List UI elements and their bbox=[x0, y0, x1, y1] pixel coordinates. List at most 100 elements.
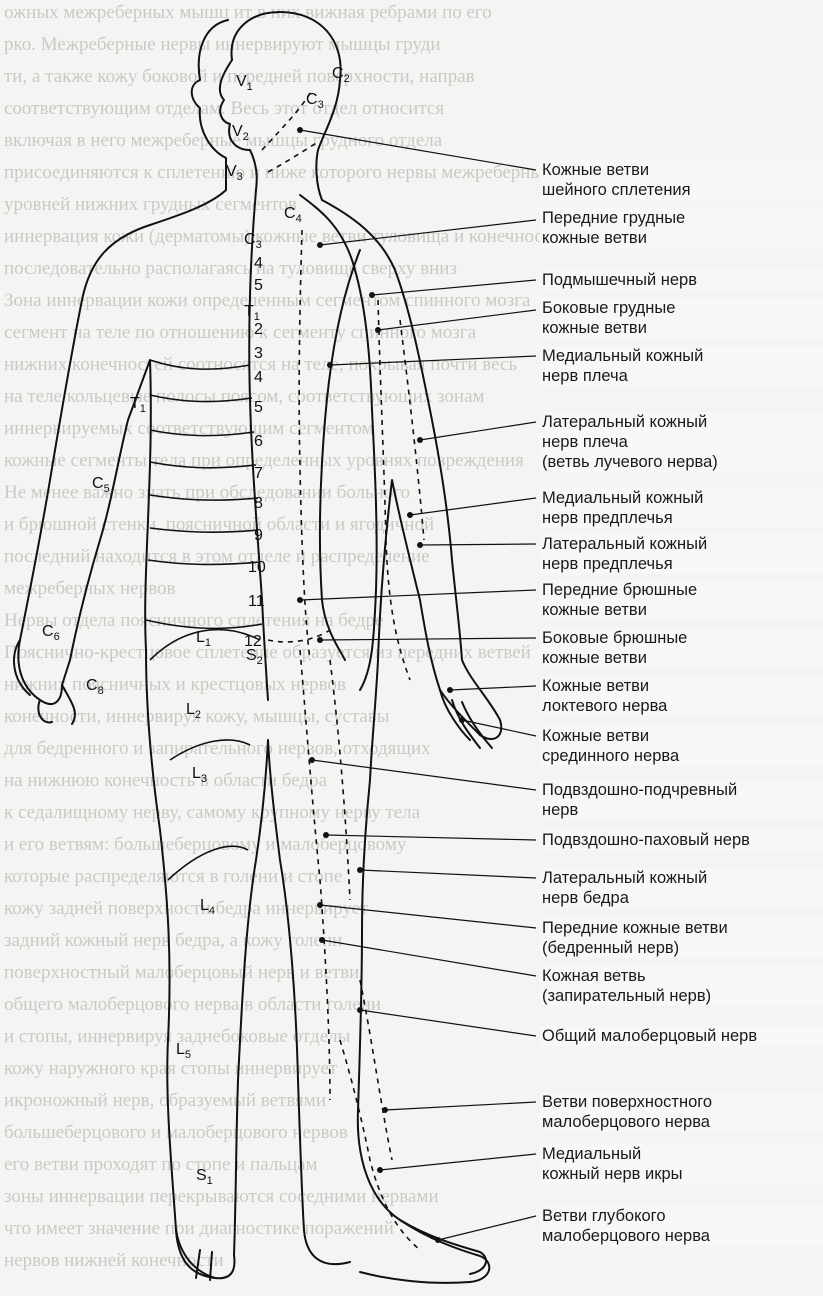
right-hand-outline bbox=[440, 690, 492, 748]
label-obturator-branch: Кожная ветвь (запирательный нерв) bbox=[540, 966, 823, 1006]
segment-label-5-top: 5 bbox=[254, 277, 263, 294]
dashed-nerve-line-neck-2 bbox=[268, 142, 318, 172]
label-anterior-abdominal-branches: Передние брюшные кожные ветви bbox=[540, 580, 823, 620]
leader-line bbox=[410, 498, 536, 515]
dashed-nerve-line-neck bbox=[262, 90, 312, 150]
segment-label-v2: V2 bbox=[232, 123, 249, 143]
label-cervical-plexus-branches: Кожные ветви шейного сплетения bbox=[540, 160, 823, 200]
label-superficial-peroneal-branches: Ветви поверхностного малоберцового нерва bbox=[540, 1092, 823, 1132]
leader-line bbox=[360, 870, 536, 878]
leader-dot bbox=[459, 717, 465, 723]
segment-label-l4: L4 bbox=[200, 897, 215, 917]
label-medial-cutaneous-forearm: Медиальный кожный нерв предплечья bbox=[540, 488, 823, 528]
segment-label-t1: T1 bbox=[244, 303, 260, 323]
label-lateral-cutaneous-forearm: Латеральный кожный нерв предплечья bbox=[540, 534, 823, 574]
leader-dot bbox=[417, 542, 423, 548]
dermatome-band-L2 bbox=[170, 740, 250, 760]
segment-label-4-top: 4 bbox=[254, 255, 263, 272]
leader-dot bbox=[323, 832, 329, 838]
leader-line bbox=[312, 760, 536, 790]
label-lateral-femoral-cutaneous: Латеральный кожный нерв бедра bbox=[540, 868, 823, 908]
segment-label-10: 10 bbox=[248, 559, 266, 576]
segment-label-l1: L1 bbox=[196, 629, 211, 649]
label-anterior-thoracic-branches: Передние грудные кожные ветви bbox=[540, 208, 823, 248]
label-ulnar-nerve-branches: Кожные ветви локтевого нерва bbox=[540, 676, 823, 716]
leader-line bbox=[380, 1154, 536, 1170]
leader-line bbox=[326, 835, 536, 840]
front-body-outline bbox=[18, 20, 350, 1278]
leader-line bbox=[330, 356, 536, 365]
segment-label-6: 6 bbox=[254, 433, 263, 450]
leader-dot bbox=[377, 1167, 383, 1173]
segment-label-s1: S1 bbox=[196, 1167, 213, 1187]
leader-dot bbox=[317, 637, 323, 643]
leader-dot bbox=[309, 757, 315, 763]
segment-label-v3: V3 bbox=[226, 163, 243, 183]
label-lateral-thoracic-branches: Боковые грудные кожные ветви bbox=[540, 298, 823, 338]
dermatome-band-L3 bbox=[168, 846, 248, 880]
leader-dot bbox=[297, 127, 303, 133]
leader-line bbox=[320, 905, 536, 928]
segment-label-l2: L2 bbox=[186, 701, 201, 721]
label-medial-cutaneous-arm: Медиальный кожный нерв плеча bbox=[540, 346, 823, 386]
leader-dot bbox=[417, 437, 423, 443]
dermatome-band-1 bbox=[150, 360, 250, 369]
segment-label-4: 4 bbox=[254, 369, 263, 386]
dermatome-band-3 bbox=[150, 430, 254, 436]
dermatome-band-7 bbox=[148, 560, 260, 564]
leader-line bbox=[385, 1102, 536, 1110]
dermatome-band-6 bbox=[150, 528, 258, 532]
segment-label-8: 8 bbox=[254, 495, 263, 512]
leader-line bbox=[420, 544, 536, 545]
label-iliohypogastric-nerve: Подвздошно-подчревный нерв bbox=[540, 780, 823, 820]
dashed-nerve-line-trunk bbox=[299, 230, 310, 660]
segment-label-3: 3 bbox=[254, 345, 263, 362]
dashed-nerve-line-thigh-2 bbox=[330, 660, 350, 900]
right-foot-outline bbox=[400, 1220, 486, 1274]
leader-line bbox=[438, 1216, 536, 1240]
leader-line bbox=[378, 310, 536, 330]
segment-label-l3: L3 bbox=[192, 765, 207, 785]
segment-label-s2: S2 bbox=[246, 647, 263, 667]
label-lateral-cutaneous-arm: Латеральный кожный нерв плеча (ветвь луч… bbox=[540, 412, 823, 472]
dermatome-band-4 bbox=[150, 462, 256, 468]
segment-label-c8: C8 bbox=[86, 677, 104, 697]
segment-label-9: 9 bbox=[254, 527, 263, 544]
front-arm-right-outline bbox=[300, 195, 377, 690]
label-deep-peroneal-branches: Ветви глубокого малоберцового нерва bbox=[540, 1206, 823, 1246]
side-head-outline bbox=[232, 12, 341, 200]
segment-label-v1: V1 bbox=[236, 73, 253, 93]
label-common-peroneal-nerve: Общий малоберцовый нерв bbox=[540, 1026, 823, 1046]
leader-line bbox=[360, 1010, 536, 1036]
leader-line bbox=[372, 280, 536, 295]
segment-label-t1-arm: T1 bbox=[130, 395, 146, 415]
segment-label-c6: C6 bbox=[42, 623, 60, 643]
dashed-nerve-line-arm-2 bbox=[400, 320, 424, 540]
dashed-nerve-line-leg bbox=[340, 1040, 420, 1250]
label-ilioinguinal-nerve: Подвздошно-паховый нерв bbox=[540, 830, 823, 850]
dermatome-band-8 bbox=[146, 620, 262, 628]
dermatome-band-5 bbox=[150, 495, 258, 500]
label-median-nerve-branches: Кожные ветви срединного нерва bbox=[540, 726, 823, 766]
leader-line bbox=[450, 686, 536, 690]
leader-line bbox=[320, 220, 536, 245]
leader-dot bbox=[435, 1237, 441, 1243]
leader-dot bbox=[317, 902, 323, 908]
segment-label-c5: C5 bbox=[92, 475, 110, 495]
leader-dot bbox=[327, 362, 333, 368]
label-anterior-femoral-branches: Передние кожные ветви (бедренный нерв) bbox=[540, 918, 823, 958]
leader-line bbox=[420, 422, 536, 440]
segment-label-2: 2 bbox=[254, 321, 263, 338]
label-lateral-abdominal-branches: Боковые брюшные кожные ветви bbox=[540, 628, 823, 668]
segment-label-c3: C3 bbox=[306, 91, 324, 111]
leader-line bbox=[300, 130, 536, 170]
segment-label-11: 11 bbox=[248, 593, 265, 610]
leader-dot bbox=[369, 292, 375, 298]
dashed-nerve-line-thigh bbox=[300, 650, 330, 1100]
dashed-nerve-line-leg-2 bbox=[360, 980, 392, 1160]
segment-label-5: 5 bbox=[254, 399, 263, 416]
leader-dot bbox=[357, 1007, 363, 1013]
leader-dot bbox=[357, 867, 363, 873]
leader-dot bbox=[317, 242, 323, 248]
segment-label-l5: L5 bbox=[176, 1041, 191, 1061]
